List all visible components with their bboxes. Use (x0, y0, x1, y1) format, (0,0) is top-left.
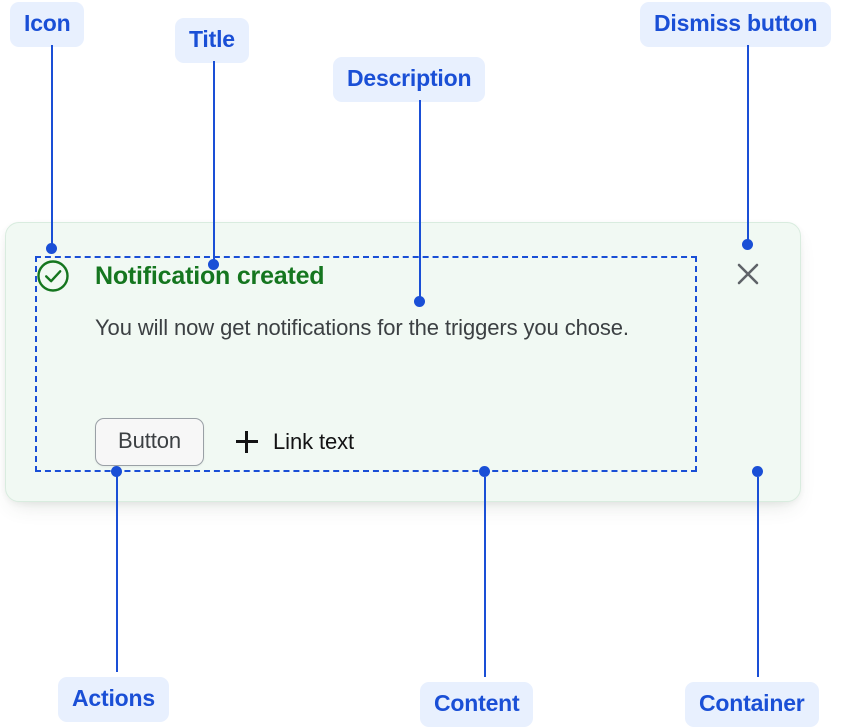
annotation-label-dismiss: Dismiss button (640, 2, 832, 47)
action-button[interactable]: Button (95, 418, 205, 466)
annotation-leader-dismiss (747, 45, 749, 245)
annotation-dot-dismiss (742, 239, 753, 250)
annotation-label-icon: Icon (10, 2, 85, 47)
action-link-label: Link text (273, 429, 355, 454)
check-circle-icon (36, 259, 70, 293)
annotation-label-content: Content (420, 682, 534, 727)
notification-description: You will now get notifications for the t… (95, 315, 629, 340)
annotation-dot-container (752, 466, 763, 477)
annotation-leader-container (757, 477, 759, 677)
action-link[interactable]: Link text (236, 429, 354, 455)
annotation-leader-icon (51, 45, 53, 250)
annotation-leader-description (419, 100, 421, 300)
annotation-leader-actions (116, 472, 118, 672)
annotation-dot-title (208, 259, 219, 270)
annotation-label-actions: Actions (58, 677, 169, 722)
annotation-leader-content (484, 477, 486, 677)
annotation-dot-content (479, 466, 490, 477)
annotation-dot-description (414, 296, 425, 307)
plus-icon (236, 431, 259, 453)
close-icon[interactable] (732, 258, 764, 290)
notification-actions: Button Link text (95, 418, 354, 466)
annotation-dot-icon (46, 243, 57, 254)
annotation-label-description: Description (333, 57, 486, 102)
annotation-label-container: Container (685, 682, 819, 727)
annotation-dot-actions (111, 466, 122, 477)
annotation-label-title: Title (175, 18, 249, 63)
annotation-leader-title (213, 61, 215, 264)
